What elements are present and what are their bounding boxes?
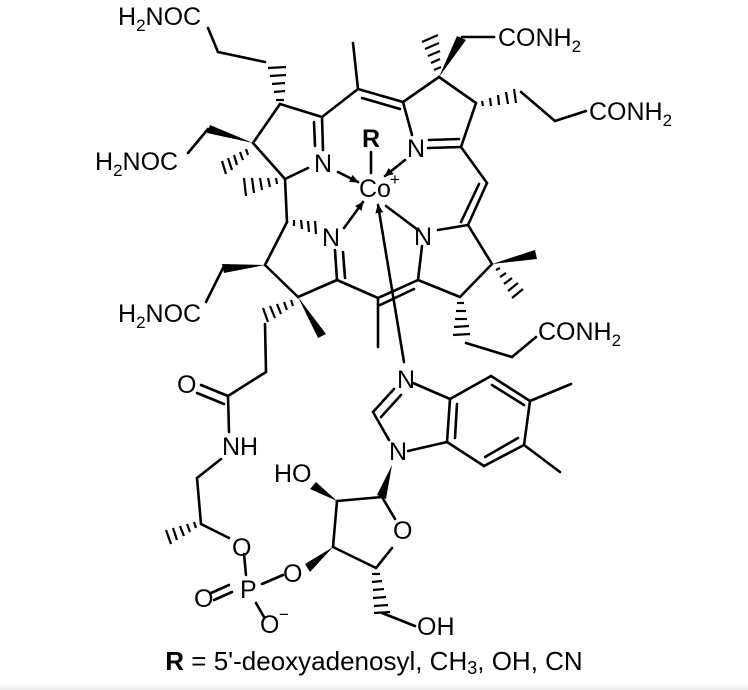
label-n-bzim-top: N: [397, 366, 415, 394]
cobalt-coordination: [336, 150, 420, 364]
label-r: R: [362, 125, 380, 153]
ring-d: [164, 219, 380, 619]
label-h2noc-low: H2NOC: [118, 300, 201, 332]
label-ribose-o: O: [393, 517, 412, 545]
label-cobalt-charge: +: [390, 170, 400, 189]
label-amide-o: O: [177, 371, 196, 399]
label-phosphate-o-double: O: [194, 585, 213, 613]
label-phosphate-o2: O: [283, 560, 302, 588]
label-ribose-ch2oh: OH: [417, 613, 455, 641]
label-phosphate-minus: −: [279, 605, 289, 624]
label-cobalt: Co: [359, 175, 391, 203]
caption-sub: 3: [467, 658, 478, 678]
label-phosphate-o-minus: O: [260, 611, 279, 639]
atom-labels: H2NOC H2NOC H2NOC CONH2 CONH2 CONH2 R Co…: [95, 3, 672, 641]
label-phosphate-o1: O: [232, 534, 251, 562]
ring-c: [376, 223, 538, 359]
caption: R = 5'-deoxyadenosyl, CH3, OH, CN: [0, 646, 748, 679]
benzimidazole: [371, 374, 573, 474]
label-h2noc-mid: H2NOC: [95, 148, 178, 180]
ribose: [305, 465, 417, 628]
label-n-bzim-bottom: N: [389, 438, 407, 466]
label-n-ring-d: N: [322, 224, 340, 252]
caption-text: = 5'-deoxyadenosyl, CH: [184, 646, 468, 676]
label-phosphate-p: P: [240, 576, 257, 604]
label-h2noc-top: H2NOC: [118, 3, 201, 35]
label-ribose-ho: HO: [274, 460, 312, 488]
label-n-ring-a: N: [314, 150, 332, 178]
caption-r: R: [165, 646, 185, 676]
label-n-ring-b: N: [407, 135, 425, 163]
label-amide-nh: NH: [222, 433, 258, 461]
bottom-strip: [0, 684, 748, 690]
ring-b: [351, 33, 588, 227]
label-conh2-low: CONH2: [538, 318, 621, 350]
label-conh2-right: CONH2: [589, 98, 672, 130]
ring-a: [186, 26, 360, 224]
label-n-ring-c: N: [414, 223, 432, 251]
label-conh2-top: CONH2: [498, 24, 581, 56]
caption-rest: , OH, CN: [477, 646, 583, 676]
